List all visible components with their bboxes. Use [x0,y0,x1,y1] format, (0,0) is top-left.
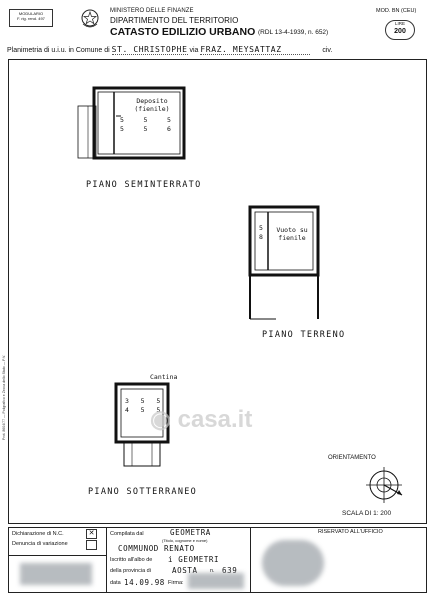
heights-sotterraneo: 3 5 5 4 5 5 [125,397,165,415]
form-code: MOD. BN (CEU) [376,8,417,14]
provincia-value: AOSTA [172,566,198,575]
iscritto-label: Iscritto all'albo de [110,557,153,563]
room-terreno: Vuoto su fienile [276,226,308,242]
iscritto-value: i GEOMETRI [168,555,220,564]
height-mark: 5 [156,397,161,405]
nome-value: COMMUNOD RENATO [118,544,195,553]
room-seminterrato: Deposito (fienile) [134,97,170,113]
civ-label: civ. [322,47,333,54]
label-sotterraneo: PIANO SOTTERRANEO [88,487,198,497]
stamp-value-box: LIRE 200 [385,20,415,40]
italian-emblem-icon [81,9,99,28]
height-mark: 5 [140,397,145,405]
orientation-label: ORIENTAMENTO [328,455,376,461]
modulario-box: MODULARIO F. rig. rend. 497 [9,9,53,27]
dichiarazione-label: Dichiarazione di N.C. [12,531,64,537]
scale-label: SCALA DI 1: 200 [342,510,392,517]
provincia-label: della provincia di [110,568,151,574]
footer-divider [250,527,251,593]
height-mark: 6 [167,125,171,133]
via-label: via [189,47,199,54]
plan-seminterrato [77,86,186,160]
compilata-value: GEOMETRA [170,528,211,537]
plan-terreno [248,205,320,320]
drawing-frame [8,59,427,524]
height-mark: 5 [143,125,148,133]
titolo-label: (Titolo, cognome e nome) [162,538,208,543]
north-arrow-icon [366,467,403,503]
data-label: data [110,580,121,586]
plan-sotterraneo [114,382,170,467]
watermark: ◉ casa.it [150,406,253,433]
n-label: n. [210,568,215,574]
height-mark: 4 [125,406,129,414]
footer-table [8,527,427,593]
watermark-text: casa.it [177,406,253,433]
room-sotterraneo: Cantina [150,373,178,381]
height-mark: 3 [125,397,129,405]
document-title: CATASTO EDILIZIO URBANO [110,26,256,38]
department-label: DIPARTIMENTO DEL TERRITORIO [110,16,239,25]
label-seminterrato: PIANO SEMINTERRATO [86,180,202,190]
height-mark: 5 [120,125,124,133]
height-mark: 5 [167,116,171,124]
dichiarazione-checkbox: ✕ [86,529,97,539]
lire-value: 200 [394,28,406,35]
heights-terreno: 5 8 [256,224,266,242]
footer-hline [8,555,106,556]
denuncia-checkbox [86,540,97,550]
data-value: 14.09.98 [124,578,165,587]
height-mark: 5 [156,406,161,414]
riservato-label: RISERVATO ALL'UFFICIO [318,529,383,535]
compilata-label: Compilata dal [110,531,144,537]
lire-label: LIRE [394,21,405,26]
height-mark: 5 [120,116,124,124]
decree-reference: (RDL 13-4-1939, n. 652) [258,29,329,36]
planimetry-line: Planimetria di u.i.u. in Comune di ST. C… [7,45,332,55]
height-mark: 8 [259,233,263,241]
modulario-code: F. rig. rend. 497 [17,16,45,21]
via-value: FRAZ. MEYSATTAZ [200,45,311,55]
height-mark: 5 [140,406,145,414]
side-note: Prot. 8604/77 — Poligrafico e Zecca dell… [2,354,6,440]
footer-divider [106,527,107,593]
signature-redacted [188,573,244,589]
height-mark: 5 [259,224,263,232]
height-mark: 5 [143,116,148,124]
n-value: 639 [222,566,238,575]
comune-value: ST. CHRISTOPHE [111,45,188,55]
stamp-redacted [262,540,324,586]
ministry-label: MINISTERO DELLE FINANZE [110,8,194,14]
heights-seminterrato: 5 5 5 5 5 6 [120,116,172,134]
denuncia-label: Denuncia di variazione [12,541,68,547]
redacted-area [20,563,92,585]
firma-label: Firma: [168,580,184,586]
modulario-label: MODULARIO [18,11,44,16]
planimetry-prefix: Planimetria di u.i.u. in Comune di [7,47,110,54]
label-terreno: PIANO TERRENO [262,330,346,340]
